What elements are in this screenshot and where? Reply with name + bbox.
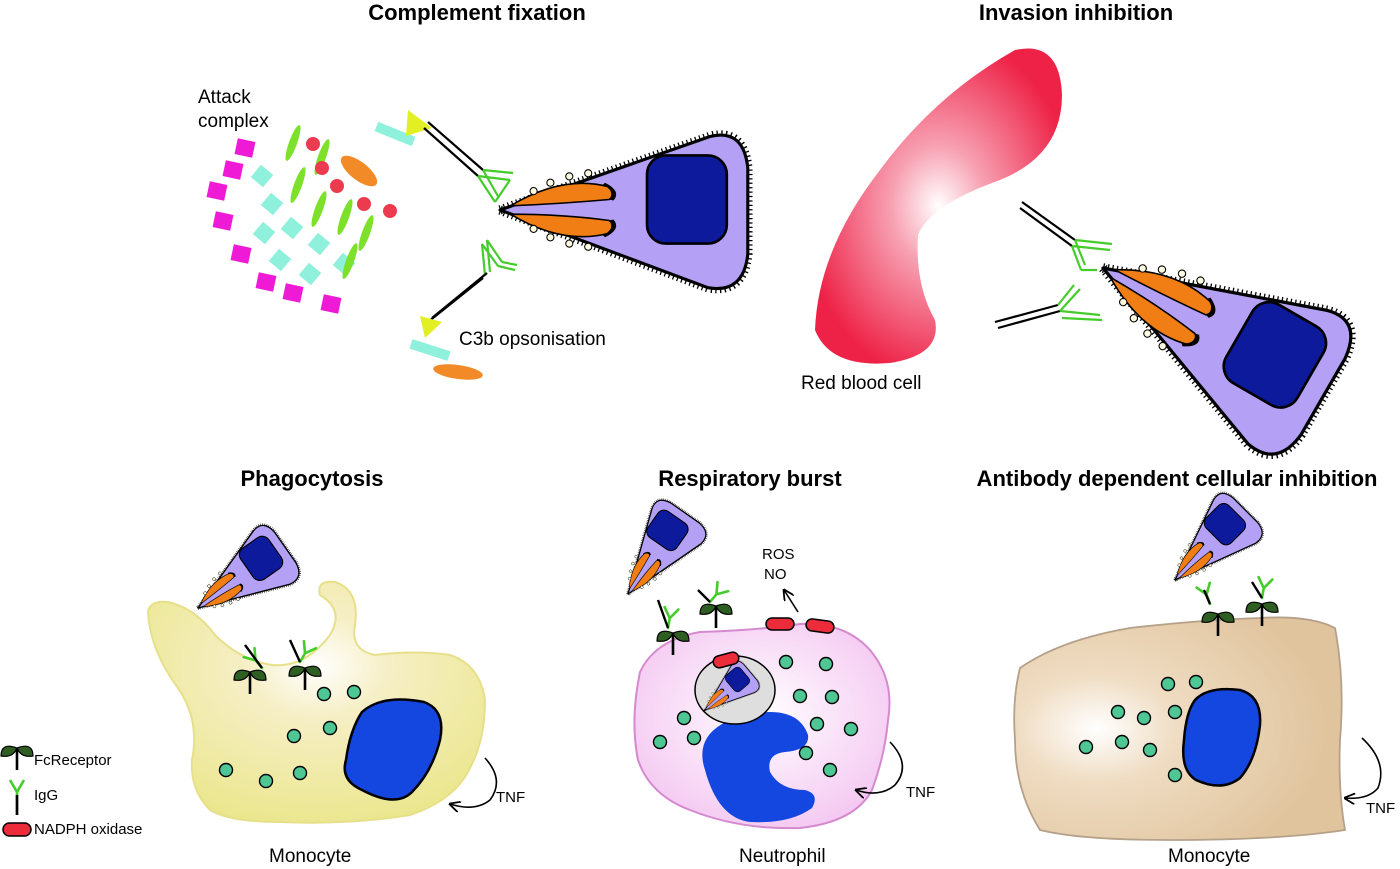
- legend-fc-receptor-label: FcReceptor: [34, 752, 112, 769]
- merozoite-invasion: [1063, 201, 1363, 465]
- red-blood-cell-label: Red blood cell: [801, 373, 922, 394]
- monocyte-label-phago: Monocyte: [269, 846, 352, 867]
- igg-antibody: [703, 580, 730, 608]
- nadph-oxidase-icon: [2, 822, 32, 837]
- legend-nadph-oxidase-label: NADPH oxidase: [34, 821, 143, 838]
- merozoite-burst: [601, 493, 713, 614]
- title-adci: Antibody dependent cellular inhibition: [976, 466, 1378, 491]
- tnf-arrow-burst: [856, 741, 904, 793]
- title-phagocytosis: Phagocytosis: [240, 466, 384, 491]
- nadph-oxidase: [765, 617, 795, 631]
- attack-complex-label-line2: complex: [198, 111, 269, 132]
- granules-adci: [1078, 674, 1204, 783]
- nadph-oxidase: [805, 618, 835, 634]
- igg-antibody: [1253, 575, 1274, 601]
- phagocytosis-panel: [146, 521, 498, 824]
- adci-panel: [1013, 486, 1382, 841]
- adci-monocyte-cell: [1013, 616, 1347, 841]
- invasion-inhibition-panel: [815, 48, 1362, 465]
- monocyte-nucleus: [343, 698, 443, 801]
- igg-icon: [8, 779, 26, 815]
- tnf-arrow-phago: [450, 757, 498, 807]
- title-invasion-inhibition: Invasion inhibition: [978, 0, 1174, 25]
- c3b-opsonisation-label: C3b opsonisation: [459, 329, 606, 350]
- ros-label: ROS: [762, 546, 795, 563]
- monocyte-cell: [146, 580, 487, 824]
- tnf-label-burst: TNF: [906, 784, 936, 801]
- neutrophil-label: Neutrophil: [739, 846, 826, 867]
- merozoite-adci: [1151, 486, 1270, 605]
- fc-receptor-icon: [0, 744, 35, 772]
- tnf-label-phago: TNF: [496, 789, 526, 806]
- igg-antibody-bottom: [427, 239, 518, 323]
- neutrophil-nucleus: [702, 712, 815, 823]
- c3b-complex-bottom: [409, 316, 483, 380]
- title-complement-fixation: Complement fixation: [368, 0, 586, 25]
- title-respiratory-burst: Respiratory burst: [658, 466, 842, 491]
- attack-complex: [206, 125, 397, 314]
- no-label: NO: [764, 566, 787, 583]
- granules-phago: [218, 684, 362, 789]
- attack-complex-label-line1: Attack: [198, 87, 251, 108]
- monocyte-label-adci: Monocyte: [1168, 846, 1251, 867]
- adci-nucleus: [1182, 687, 1262, 787]
- phagosome: [692, 651, 776, 726]
- tnf-arrow-adci: [1345, 737, 1382, 798]
- c3b-complex-top: [374, 110, 484, 177]
- complement-fixation-panel: [206, 110, 748, 380]
- legend-igg-label: IgG: [34, 787, 59, 804]
- granules-burst: [652, 654, 859, 778]
- igg-antibodies-invasion: [994, 201, 1113, 330]
- nadph-oxidase: [712, 651, 740, 669]
- red-blood-cell: [815, 48, 1062, 364]
- tnf-label-adci: TNF: [1366, 800, 1396, 817]
- ros-arrow: [784, 590, 799, 613]
- respiratory-burst-panel: [601, 493, 904, 830]
- fc-receptor: [698, 602, 734, 630]
- igg-antibody-top: [477, 168, 514, 203]
- legend: [0, 744, 35, 837]
- merozoite-complement: [500, 135, 748, 289]
